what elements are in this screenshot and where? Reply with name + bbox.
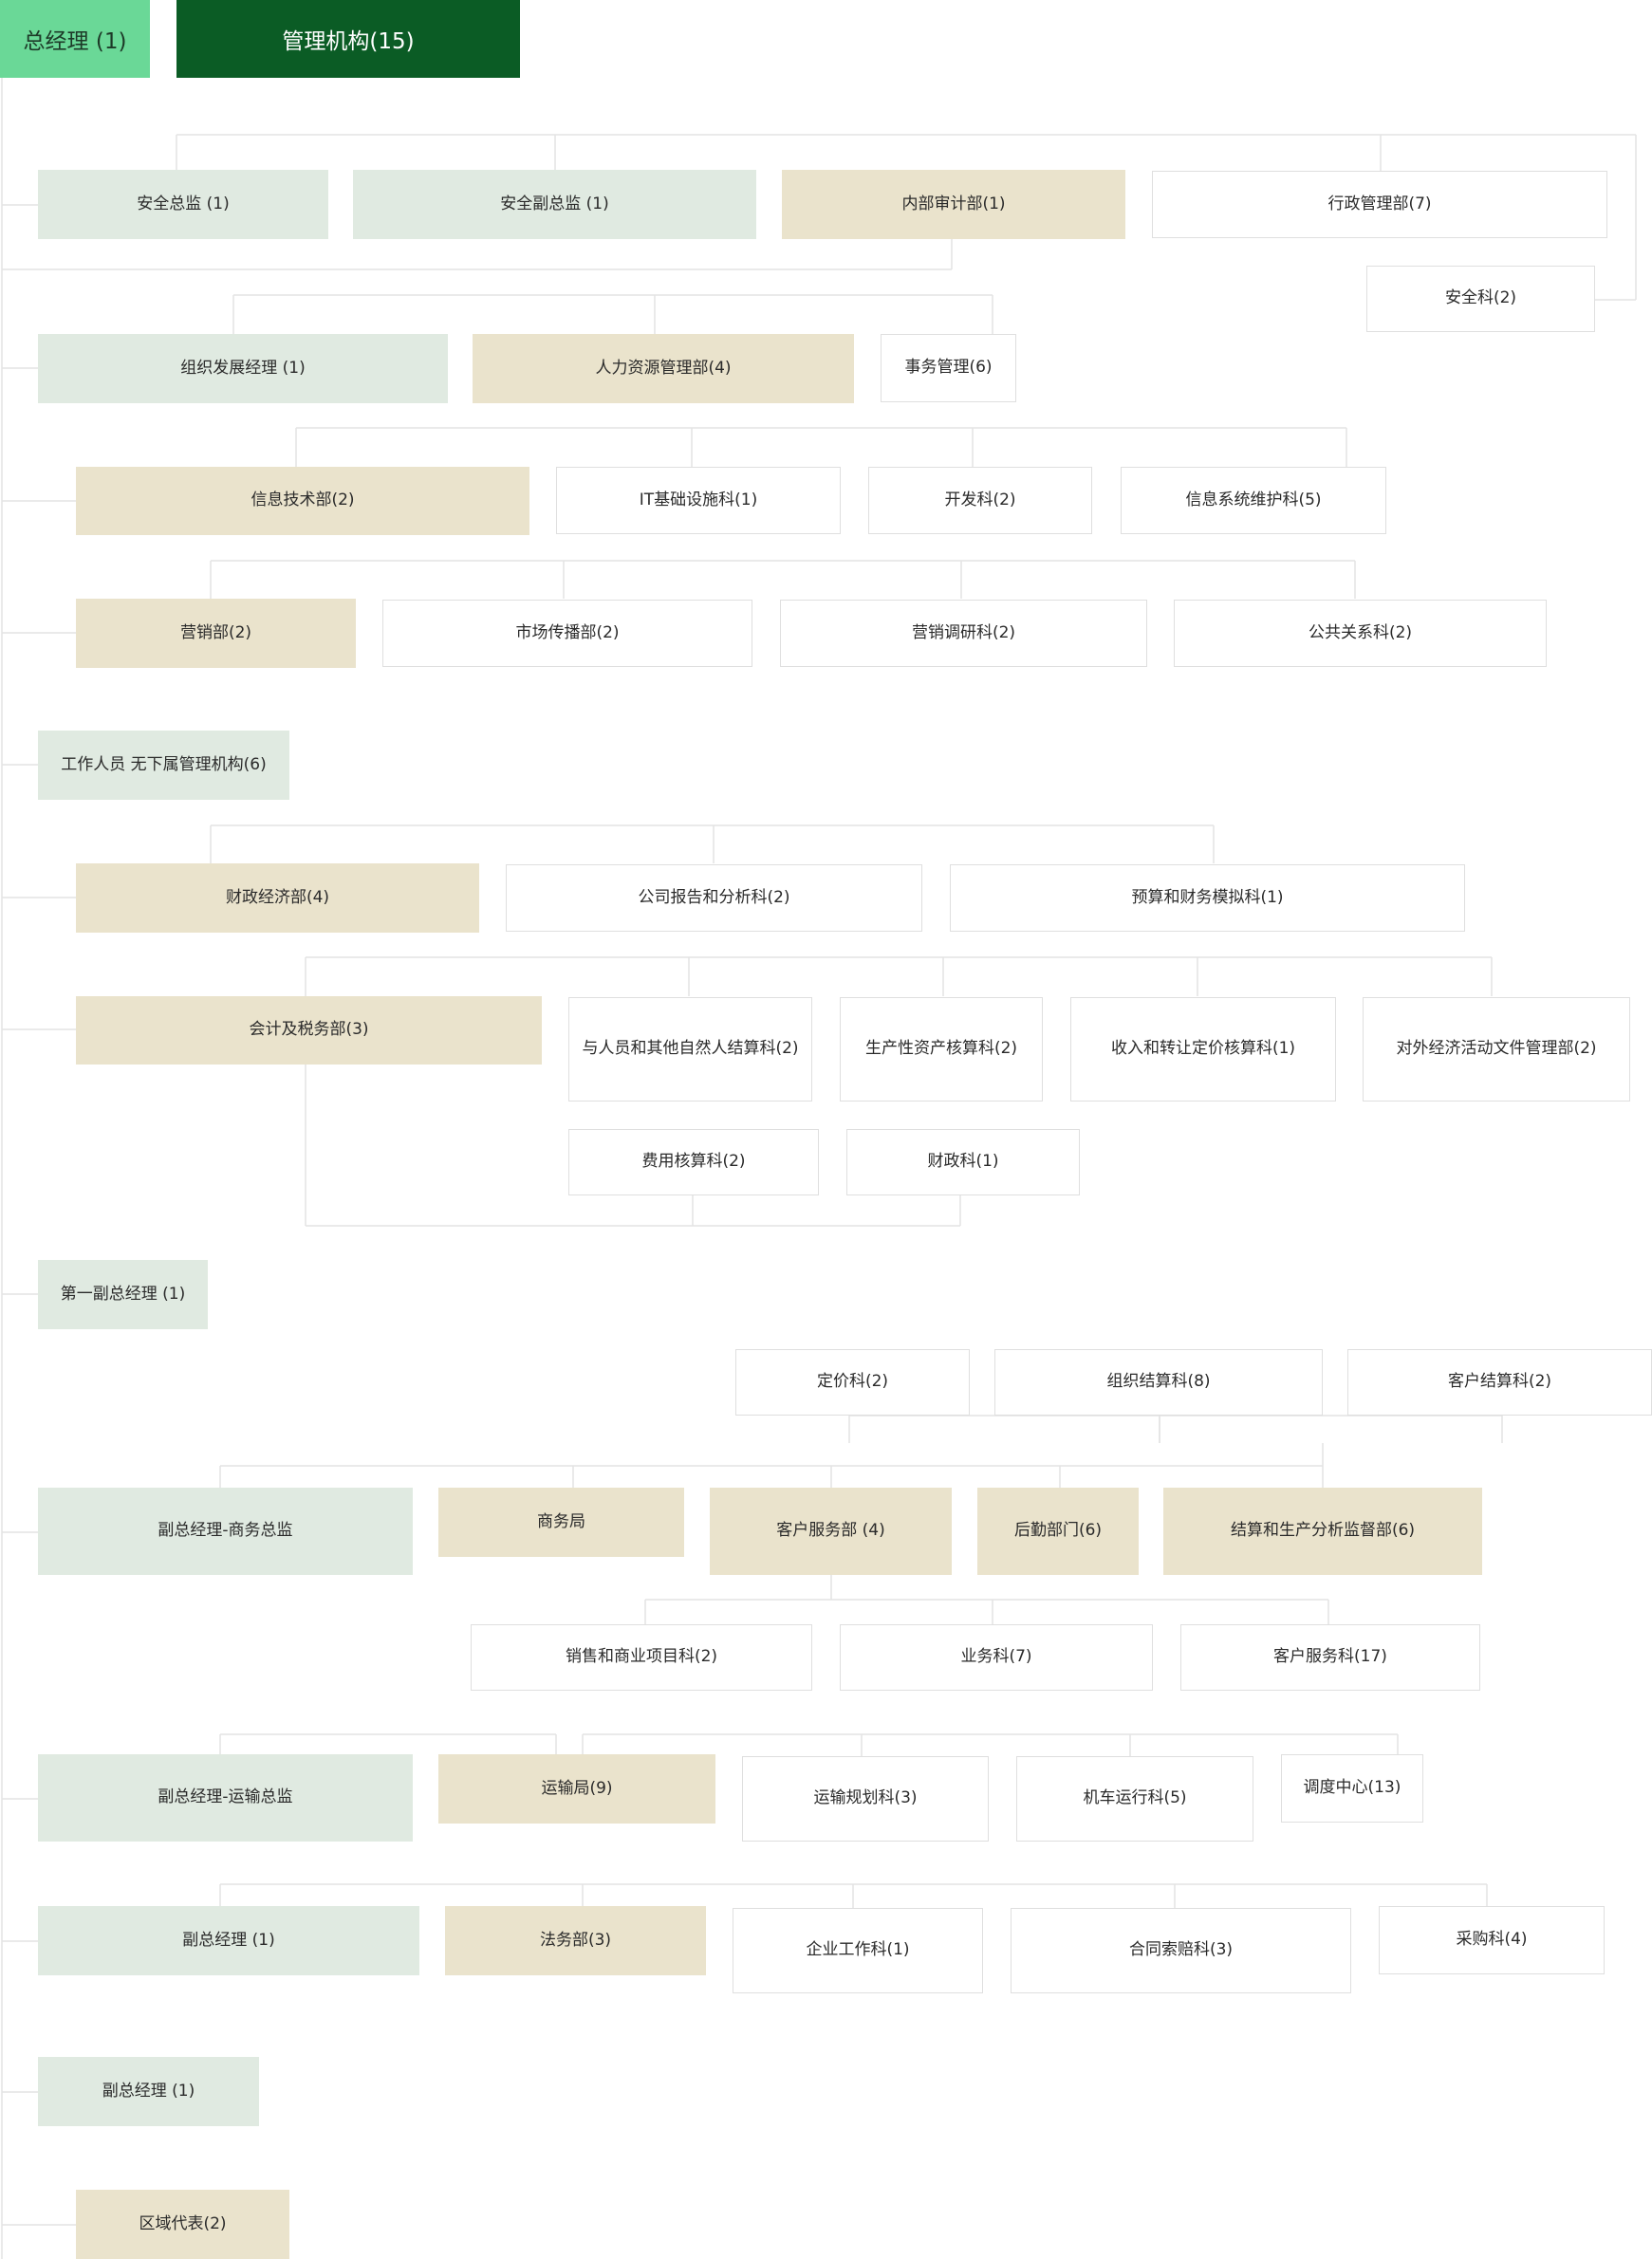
node-customer-service-section[interactable]: 客户服务科(17) — [1180, 1624, 1480, 1691]
node-first-deputy[interactable]: 第一副总经理 (1) — [38, 1260, 208, 1329]
node-deputy-gm-2[interactable]: 副总经理 (1) — [38, 2057, 259, 2126]
node-foreign-economic-docs[interactable]: 对外经济活动文件管理部(2) — [1363, 997, 1630, 1102]
node-marketing-research[interactable]: 营销调研科(2) — [780, 600, 1147, 667]
node-budget-modeling[interactable]: 预算和财务模拟科(1) — [950, 864, 1465, 932]
node-customer-settlement[interactable]: 客户结算科(2) — [1347, 1349, 1652, 1416]
node-deputy-gm[interactable]: 副总经理 (1) — [38, 1906, 419, 1975]
node-development[interactable]: 开发科(2) — [868, 467, 1092, 534]
node-transport-bureau[interactable]: 运输局(9) — [438, 1754, 715, 1824]
node-safety-director[interactable]: 安全总监 (1) — [38, 170, 328, 239]
node-deputy-safety-director[interactable]: 安全副总监 (1) — [353, 170, 756, 239]
node-business[interactable]: 业务科(7) — [840, 1624, 1153, 1691]
node-market-communication[interactable]: 市场传播部(2) — [382, 600, 752, 667]
node-commerce-bureau[interactable]: 商务局 — [438, 1488, 684, 1557]
node-internal-audit[interactable]: 内部审计部(1) — [782, 170, 1125, 239]
node-locomotive-operation[interactable]: 机车运行科(5) — [1016, 1756, 1253, 1842]
node-deputy-transport[interactable]: 副总经理-运输总监 — [38, 1754, 413, 1842]
node-staff-no-subordinates[interactable]: 工作人员 无下属管理机构(6) — [38, 731, 289, 800]
node-it-infrastructure[interactable]: IT基础设施科(1) — [556, 467, 841, 534]
node-contract-claims[interactable]: 合同索赔科(3) — [1011, 1908, 1351, 1993]
node-income-transfer-pricing[interactable]: 收入和转让定价核算科(1) — [1070, 997, 1336, 1102]
node-org-development-manager[interactable]: 组织发展经理 (1) — [38, 334, 448, 403]
node-enterprise-work[interactable]: 企业工作科(1) — [733, 1908, 983, 1993]
node-admin-management[interactable]: 行政管理部(7) — [1152, 171, 1607, 238]
node-public-relations[interactable]: 公共关系科(2) — [1174, 600, 1547, 667]
node-affairs-management[interactable]: 事务管理(6) — [881, 334, 1016, 402]
node-customer-service-dept[interactable]: 客户服务部 (4) — [710, 1488, 952, 1575]
node-safety-section[interactable]: 安全科(2) — [1366, 266, 1595, 332]
tab-general-manager[interactable]: 总经理 (1) — [0, 0, 150, 78]
node-logistics[interactable]: 后勤部门(6) — [977, 1488, 1139, 1575]
node-company-reporting[interactable]: 公司报告和分析科(2) — [506, 864, 922, 932]
node-transport-planning[interactable]: 运输规划科(3) — [742, 1756, 989, 1842]
tab-management-bodies[interactable]: 管理机构(15) — [176, 0, 520, 78]
node-finance-section[interactable]: 财政科(1) — [846, 1129, 1080, 1195]
node-sales-projects[interactable]: 销售和商业项目科(2) — [471, 1624, 812, 1691]
node-accounting-tax[interactable]: 会计及税务部(3) — [76, 996, 542, 1065]
node-org-settlement[interactable]: 组织结算科(8) — [994, 1349, 1323, 1416]
node-marketing[interactable]: 营销部(2) — [76, 599, 356, 668]
node-it-department[interactable]: 信息技术部(2) — [76, 467, 529, 535]
node-personnel-settlement[interactable]: 与人员和其他自然人结算科(2) — [568, 997, 812, 1102]
node-finance-economics[interactable]: 财政经济部(4) — [76, 863, 479, 933]
node-expense-accounting[interactable]: 费用核算科(2) — [568, 1129, 819, 1195]
node-dispatch-center[interactable]: 调度中心(13) — [1281, 1754, 1423, 1823]
node-procurement[interactable]: 采购科(4) — [1379, 1906, 1605, 1974]
node-settlement-production-analysis[interactable]: 结算和生产分析监督部(6) — [1163, 1488, 1482, 1575]
node-production-assets[interactable]: 生产性资产核算科(2) — [840, 997, 1043, 1102]
node-pricing[interactable]: 定价科(2) — [735, 1349, 970, 1416]
node-info-system-maintenance[interactable]: 信息系统维护科(5) — [1121, 467, 1386, 534]
node-regional-rep[interactable]: 区域代表(2) — [76, 2190, 289, 2259]
node-hr-department[interactable]: 人力资源管理部(4) — [473, 334, 854, 403]
node-deputy-commercial[interactable]: 副总经理-商务总监 — [38, 1488, 413, 1575]
node-legal[interactable]: 法务部(3) — [445, 1906, 706, 1975]
